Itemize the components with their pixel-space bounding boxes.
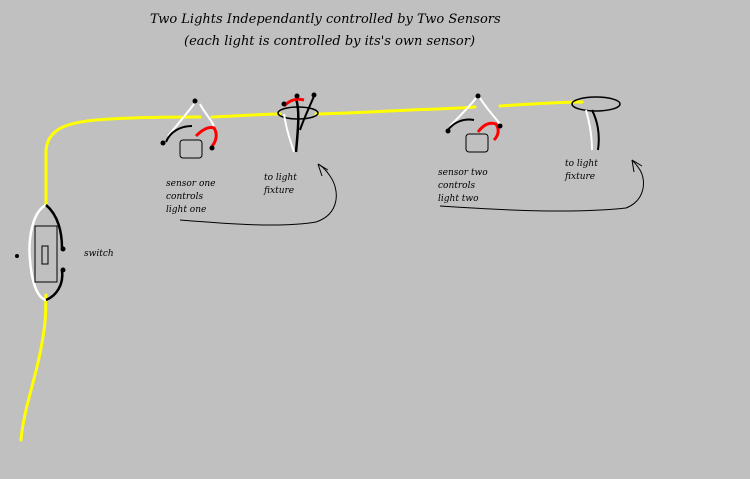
fixture-one-terminal (311, 92, 317, 98)
yellow-feed-wire (19, 293, 48, 442)
sensor-two-device (445, 93, 503, 153)
arrow-head-icon (631, 159, 643, 173)
fixture-one-terminal (281, 101, 287, 107)
sensor-two-label-line: sensor two (438, 168, 488, 178)
switch-terminal (60, 267, 66, 273)
fixture-one-black-wire (299, 95, 315, 131)
switch-terminal (60, 246, 66, 252)
sensor-one-label: sensor one controls light one (166, 178, 215, 217)
yellow-wire-to-sensor-one (44, 115, 202, 207)
sensor-one-terminal (160, 140, 166, 146)
switch-toggle (41, 245, 49, 265)
yellow-wire-to-fixture-two (498, 100, 584, 108)
fixture-one-red-wire (282, 97, 305, 108)
sensor-two-label-line: light two (438, 194, 479, 204)
sensor-two-red-wire (476, 121, 500, 142)
fixture-one-device (277, 92, 319, 153)
sensor-two-terminal (445, 128, 451, 134)
fixture-two-label-line: to light (565, 159, 598, 169)
sensor-two-white-wire (449, 97, 477, 127)
fixture-two-black-wire (591, 109, 600, 151)
fixture-one-label-line: to light (264, 173, 297, 183)
arrow-sensor-one-to-fixture-one (179, 163, 337, 226)
sensor-two-label-line: controls (438, 181, 476, 191)
sensor-two-body (465, 133, 489, 153)
fixture-one-white-wire (283, 113, 295, 153)
sensor-two-label: sensor two controls light two (438, 167, 488, 206)
sensor-two-black-wire (447, 118, 475, 131)
switch-ground-screw (15, 254, 19, 258)
switch-device (15, 203, 66, 302)
fixture-two-label: to light fixture (565, 158, 598, 184)
switch-black-wire-top (45, 204, 64, 249)
sensor-two-terminal (475, 93, 481, 99)
fixture-one-label-line: fixture (264, 186, 295, 196)
fixture-one-terminal (294, 93, 300, 99)
switch-white-wire (28, 203, 47, 302)
sensor-one-white-wire (167, 103, 195, 137)
fixture-one-black-wire (294, 98, 300, 153)
sensor-one-white-wire (199, 103, 215, 127)
switch-black-wire-bottom (45, 269, 64, 302)
sensor-two-white-wire (479, 97, 501, 125)
diagram-title: Two Lights Independantly controlled by T… (150, 12, 501, 27)
arrow-sensor-two-to-fixture-two (439, 159, 644, 212)
sensor-one-terminal (192, 98, 198, 104)
diagram-subtitle: (each light is controlled by its's own s… (184, 34, 476, 49)
yellow-wire-to-fixture-one (210, 112, 282, 119)
switch-label: switch (84, 249, 114, 259)
fixture-two-label-line: fixture (565, 172, 596, 182)
sensor-one-label-line: sensor one (166, 179, 216, 189)
sensor-one-red-wire (194, 126, 218, 148)
fixture-two-device (571, 96, 621, 151)
sensor-one-device (160, 98, 218, 159)
sensor-two-terminal (497, 123, 503, 129)
sensor-one-label-line: controls (166, 192, 204, 202)
sensor-one-terminal (209, 145, 215, 151)
fixture-one-label: to light fixture (264, 172, 297, 198)
fixture-two-box (571, 96, 621, 112)
arrow-head-icon (317, 163, 329, 177)
yellow-wire-to-sensor-two (314, 105, 477, 116)
fixture-two-white-wire (585, 109, 593, 151)
sensor-one-label-line: light one (166, 205, 207, 215)
sensor-one-black-wire (165, 125, 193, 143)
sensor-one-body (179, 139, 203, 159)
